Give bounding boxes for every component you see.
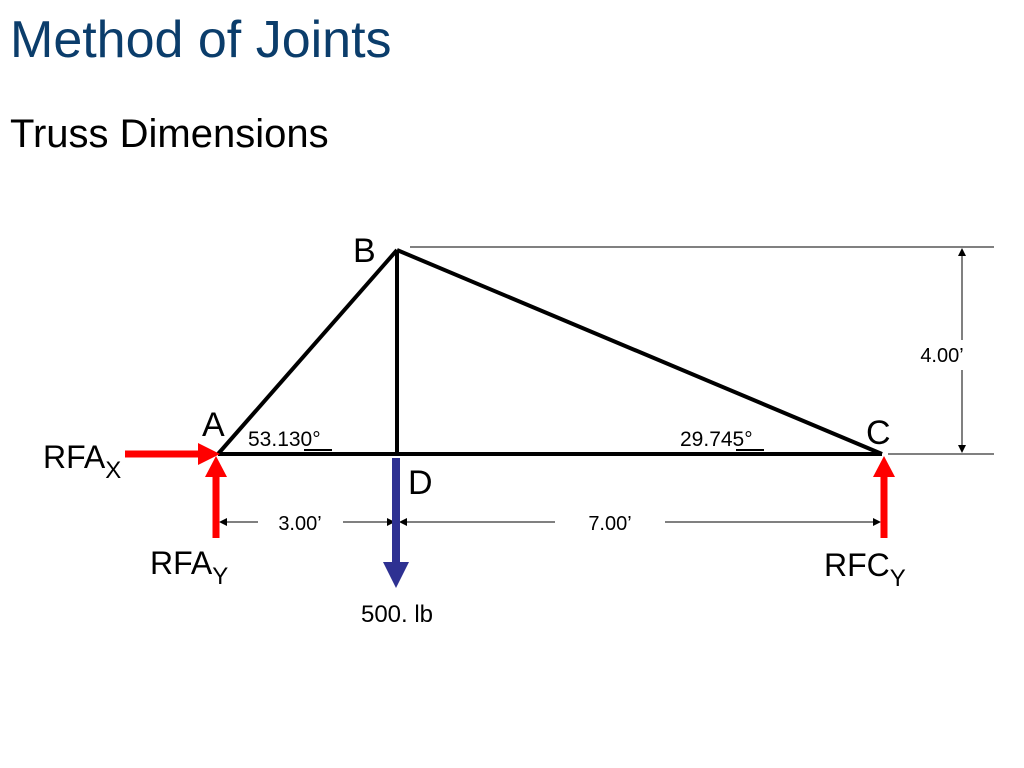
dc-dimension-label: 7.00’ [588, 513, 631, 535]
load-arrow [383, 458, 409, 588]
angle-c-label: 29.745° [680, 428, 753, 451]
reaction-rfc-y-label: RFCY [824, 547, 906, 592]
member-bc [396, 248, 883, 456]
joint-label-a: A [202, 406, 225, 444]
reaction-rfc-y-arrow [873, 456, 895, 538]
reaction-rfa-x-label: RFAX [43, 439, 121, 484]
page-subtitle: Truss Dimensions [10, 112, 329, 156]
joint-label-b: B [353, 232, 376, 270]
page-title: Method of Joints [10, 11, 392, 69]
member-ab [216, 248, 399, 456]
angle-a-label: 53.130° [248, 428, 321, 451]
reaction-rfa-y-label: RFAY [150, 545, 228, 590]
joint-label-c: C [866, 414, 891, 452]
reaction-rfa-x-arrow [125, 443, 220, 465]
joint-label-d: D [408, 464, 433, 502]
ad-dimension-label: 3.00’ [278, 513, 321, 535]
reaction-rfa-y-arrow [205, 456, 227, 538]
height-dimension-label: 4.00’ [920, 345, 963, 367]
load-label: 500. lb [361, 601, 433, 628]
